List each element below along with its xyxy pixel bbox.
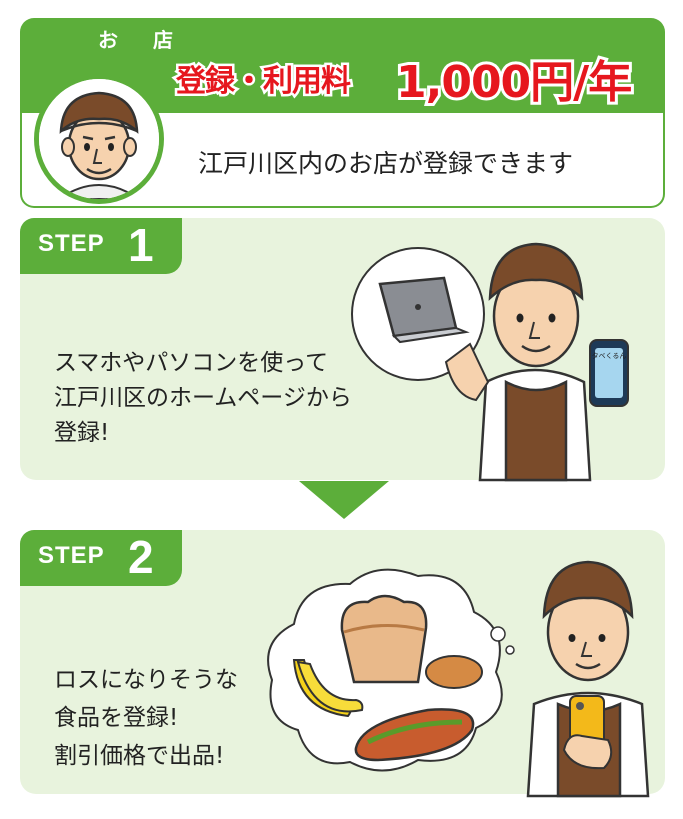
shopkeeper-with-phone: タベくるん — [444, 242, 629, 482]
bread-icon — [340, 594, 428, 684]
step-1-tab: STEP 1 — [20, 218, 182, 274]
banana-icon — [292, 659, 364, 718]
step-1-line-2: 江戸川区のホームページから — [54, 385, 352, 411]
shopkeeper-avatar — [34, 74, 164, 204]
food-thought-cloud — [267, 568, 515, 772]
step-1-word: STEP — [38, 230, 105, 257]
step-2-line-2: 食品を登録! — [54, 705, 179, 731]
step-2-line-1: ロスになりそうな — [54, 667, 238, 693]
phone-app-label: タベくるん — [592, 351, 627, 360]
fee-label: 登録・利用料 — [174, 62, 354, 102]
step-2-word: STEP — [38, 542, 105, 569]
shop-label: お 店 — [98, 28, 187, 52]
header-description: 江戸川区内のお店が登録できます — [198, 149, 574, 178]
shopkeeper-looking-phone — [526, 560, 650, 798]
step-arrow — [299, 481, 389, 519]
step-2-panel: STEP 2 ロスになりそうな 食品を登録! 割引価格で出品! — [20, 530, 665, 798]
step-2-number: 2 — [128, 531, 154, 583]
fee-price: 1,000円/年 — [393, 54, 635, 111]
sandwich-icon — [354, 708, 475, 762]
header-card: お 店 登録・利用料 1,000円/年 江戸川区内のお店が登録できます — [20, 18, 665, 208]
step-2-tab: STEP 2 — [20, 530, 182, 586]
step-1-number: 1 — [128, 219, 154, 271]
step-1-line-1: スマホやパソコンを使って — [54, 350, 329, 376]
laptop-icon — [351, 247, 485, 381]
step-1-panel: STEP 1 スマホやパソコンを使って 江戸川区のホームページから 登録! タベ… — [20, 218, 665, 482]
step-1-line-3: 登録! — [54, 420, 110, 446]
step-2-line-3: 割引価格で出品! — [54, 743, 225, 769]
small-bun-icon — [425, 655, 483, 689]
